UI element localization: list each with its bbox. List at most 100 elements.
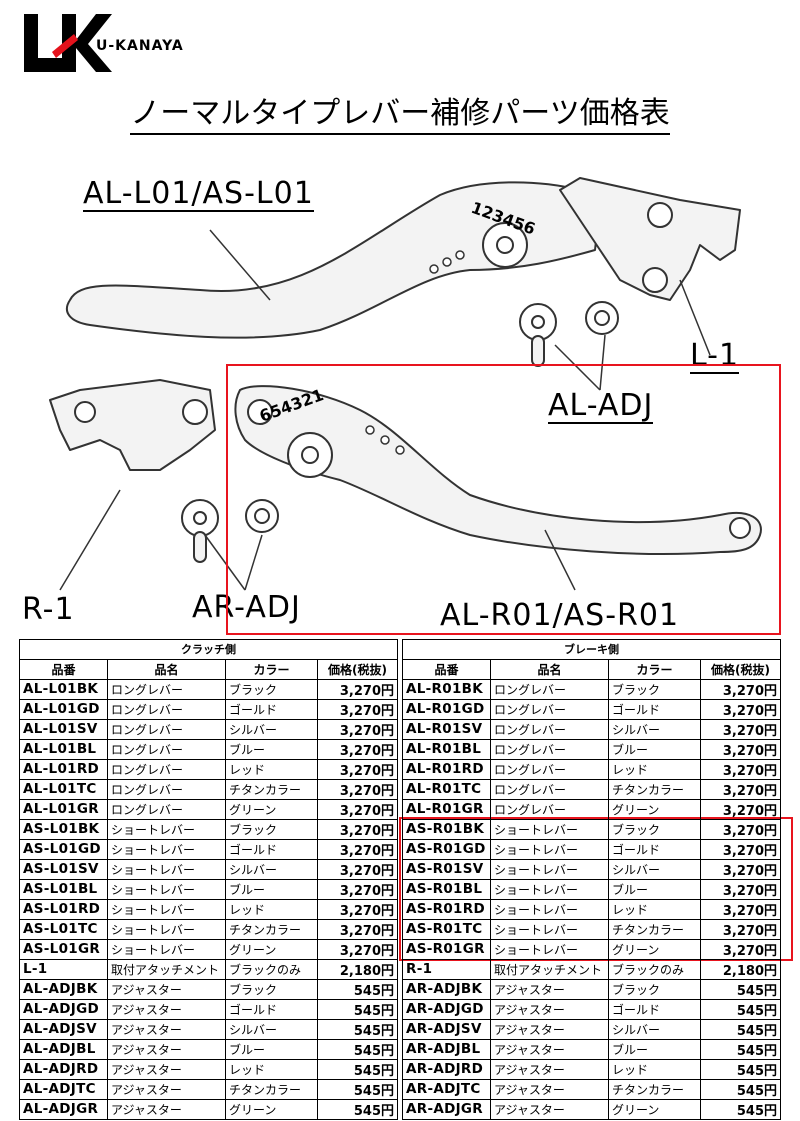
- cell-price: 545円: [317, 978, 398, 1000]
- cell-color: シルバー: [608, 858, 701, 880]
- cell-color: チタンカラー: [225, 918, 318, 940]
- cell-color: ブラック: [608, 978, 701, 1000]
- cell-code: AL-R01BK: [402, 678, 491, 700]
- cell-name: ロングレバー: [107, 678, 226, 700]
- cell-name: ロングレバー: [490, 718, 609, 740]
- cell-color: ゴールド: [225, 998, 318, 1020]
- cell-price: 545円: [700, 978, 781, 1000]
- cell-color: ゴールド: [608, 838, 701, 860]
- cell-price: 3,270円: [317, 838, 398, 860]
- cell-name: ショートレバー: [490, 858, 609, 880]
- cell-color: ブルー: [225, 878, 318, 900]
- cell-price: 3,270円: [317, 938, 398, 960]
- cell-name: アジャスター: [490, 998, 609, 1020]
- cell-color: チタンカラー: [225, 778, 318, 800]
- cell-code: AL-R01BL: [402, 738, 491, 760]
- cell-color: シルバー: [608, 718, 701, 740]
- cell-code: AR-ADJBL: [402, 1038, 491, 1060]
- cell-price: 3,270円: [317, 858, 398, 880]
- cell-code: AS-L01GR: [19, 938, 108, 960]
- cell-color: レッド: [225, 758, 318, 780]
- cell-color: レッド: [608, 758, 701, 780]
- cell-price: 3,270円: [317, 778, 398, 800]
- cell-name: 取付アタッチメント: [490, 958, 609, 980]
- cell-name: ロングレバー: [107, 758, 226, 780]
- cell-code: AR-ADJGR: [402, 1098, 491, 1120]
- cell-code: AR-ADJSV: [402, 1018, 491, 1040]
- cell-name: アジャスター: [107, 1098, 226, 1120]
- cell-color: ゴールド: [225, 838, 318, 860]
- col-code: 品番: [402, 658, 491, 680]
- cell-code: AL-L01GR: [19, 798, 108, 820]
- label-al-adj: AL-ADJ: [548, 388, 654, 424]
- cell-color: レッド: [225, 898, 318, 920]
- cell-color: ブルー: [608, 738, 701, 760]
- cell-name: ロングレバー: [490, 698, 609, 720]
- label-right-lever: AL-R01/AS-R01: [440, 598, 680, 633]
- cell-price: 545円: [317, 1018, 398, 1040]
- lever-diagram: 123456 654321: [49, 177, 762, 591]
- col-code: 品番: [19, 658, 108, 680]
- cell-color: ブラックのみ: [225, 958, 318, 980]
- cell-code: AS-R01BL: [402, 878, 491, 900]
- cell-name: 取付アタッチメント: [107, 958, 226, 980]
- cell-color: ブラック: [608, 818, 701, 840]
- cell-price: 3,270円: [700, 678, 781, 700]
- cell-color: ブラック: [608, 678, 701, 700]
- cell-price: 3,270円: [700, 738, 781, 760]
- cell-price: 545円: [700, 1018, 781, 1040]
- cell-price: 3,270円: [700, 698, 781, 720]
- cell-color: ゴールド: [608, 998, 701, 1020]
- cell-color: ブルー: [225, 738, 318, 760]
- cell-name: ロングレバー: [107, 718, 226, 740]
- cell-code: R-1: [402, 958, 491, 980]
- cell-name: ロングレバー: [107, 698, 226, 720]
- cell-color: ブルー: [608, 1038, 701, 1060]
- cell-code: AL-ADJTC: [19, 1078, 108, 1100]
- cell-code: AL-R01GD: [402, 698, 491, 720]
- cell-price: 3,270円: [700, 778, 781, 800]
- cell-price: 3,270円: [700, 838, 781, 860]
- cell-name: ロングレバー: [490, 798, 609, 820]
- cell-code: AS-L01BL: [19, 878, 108, 900]
- cell-code: AS-L01TC: [19, 918, 108, 940]
- cell-name: ロングレバー: [490, 778, 609, 800]
- cell-code: AL-R01RD: [402, 758, 491, 780]
- cell-code: AL-ADJBL: [19, 1038, 108, 1060]
- cell-name: ショートレバー: [107, 898, 226, 920]
- cell-name: アジャスター: [107, 1078, 226, 1100]
- cell-color: ブラック: [225, 818, 318, 840]
- cell-name: ロングレバー: [107, 778, 226, 800]
- cell-name: アジャスター: [107, 1058, 226, 1080]
- cell-name: ショートレバー: [490, 938, 609, 960]
- cell-color: グリーン: [225, 798, 318, 820]
- col-name: 品名: [107, 658, 226, 680]
- label-l1: L-1: [690, 338, 740, 374]
- cell-price: 2,180円: [700, 958, 781, 980]
- cell-price: 3,270円: [700, 818, 781, 840]
- cell-name: ショートレバー: [107, 938, 226, 960]
- cell-price: 3,270円: [700, 898, 781, 920]
- cell-price: 3,270円: [317, 758, 398, 780]
- cell-color: シルバー: [225, 858, 318, 880]
